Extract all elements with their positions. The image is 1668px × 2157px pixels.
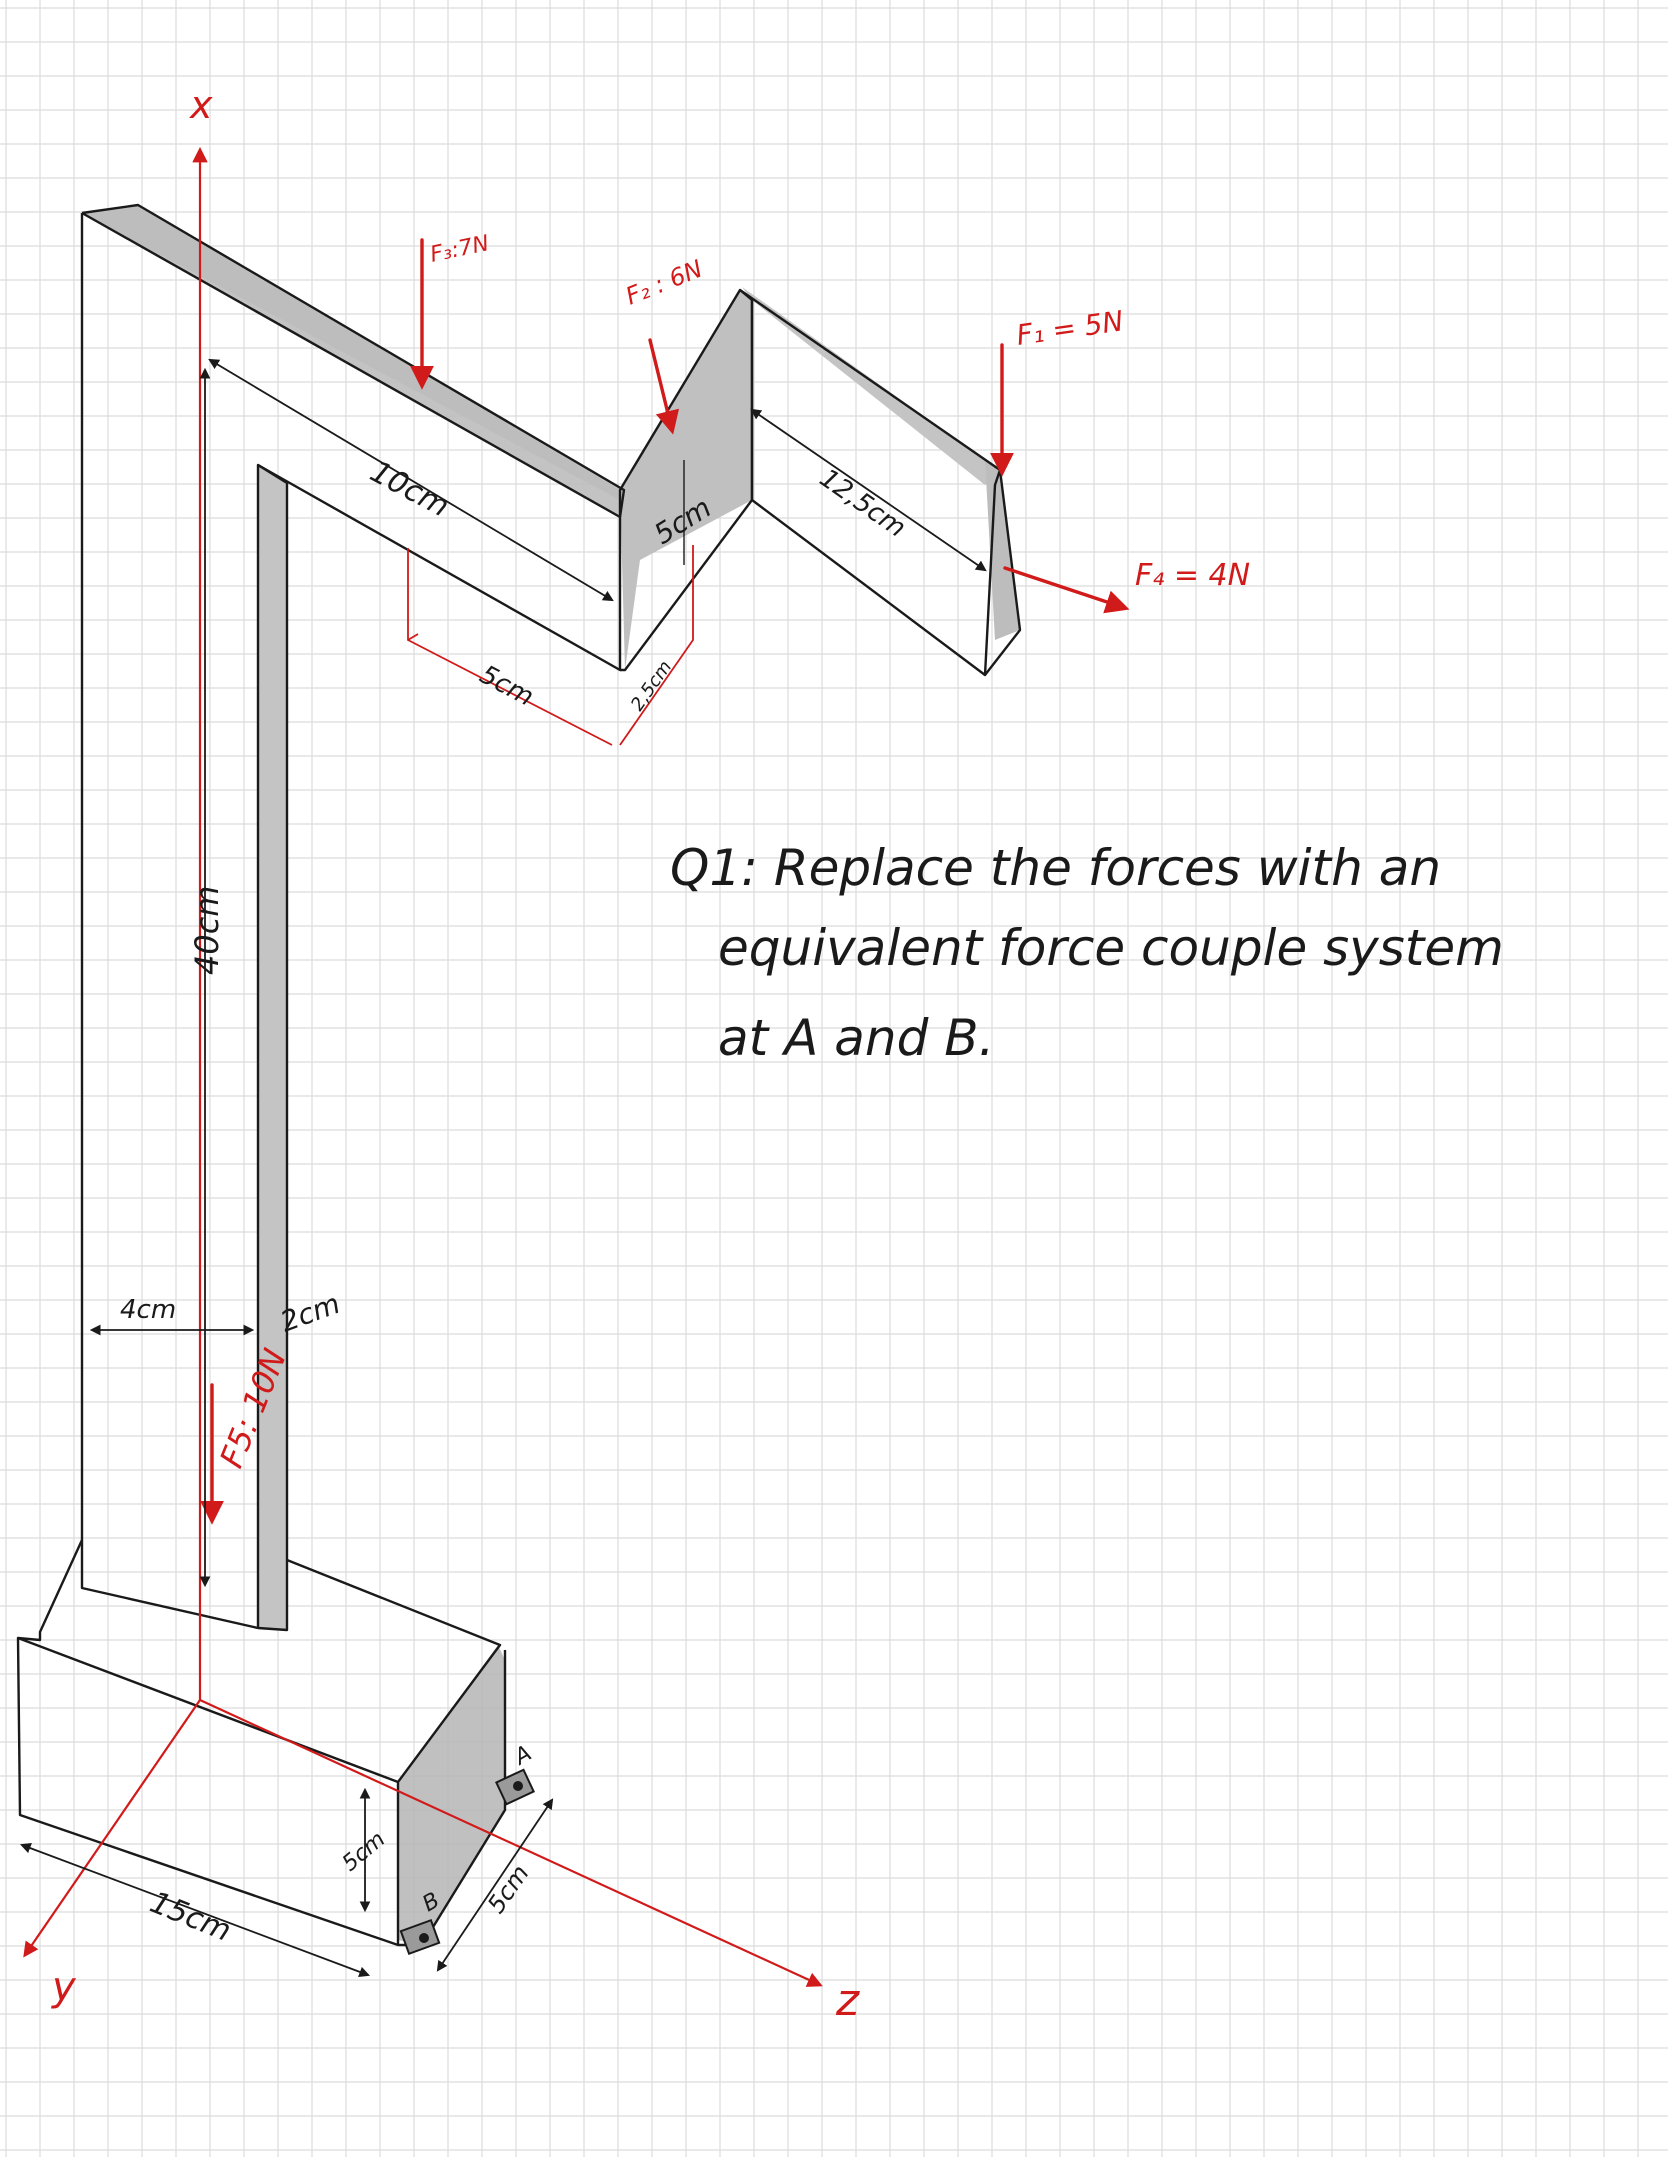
support-a <box>495 1768 535 1806</box>
axis-label-x: x <box>189 83 213 127</box>
z-axis-line <box>199 1699 823 1987</box>
base-side-shade <box>398 1645 505 1945</box>
dimension-lines <box>19 358 987 1978</box>
f2-arrow <box>648 338 680 435</box>
question-line-1: Q1: Replace the forces with an <box>670 839 1441 897</box>
upper-arm-top-face <box>85 205 624 517</box>
support-b <box>399 1918 441 1956</box>
force-arrows <box>200 238 1130 1525</box>
axis-label-y: y <box>51 1964 77 2010</box>
riser-shade <box>620 290 752 670</box>
dim-10cm-line <box>208 358 614 602</box>
top-arm-outline <box>81 203 626 672</box>
dim-label-5cm-red: 5cm <box>475 660 539 713</box>
dim-label-40cm: 40cm <box>188 886 226 975</box>
axis-label-z: z <box>835 1975 860 2026</box>
question-line-2: equivalent force couple system <box>718 919 1504 977</box>
dim-125cm-line <box>750 408 987 572</box>
dim-label-10cm: 10cm <box>364 454 455 524</box>
force-label-f2: F₂ : 6N <box>622 255 707 311</box>
dimension-lines-red <box>407 545 694 746</box>
frame-structure <box>16 203 1022 1947</box>
question-line-3: at A and B. <box>718 1009 994 1067</box>
dim-5cm-side-line <box>436 1798 554 1972</box>
point-label-a: A <box>509 1741 536 1771</box>
force-label-f4: F₄ = 4N <box>1135 558 1250 593</box>
dim-label-4cm: 4cm <box>120 1295 176 1325</box>
dim-label-15cm: 15cm <box>145 1885 236 1949</box>
dim-label-5cm-side: 5cm <box>482 1860 535 1919</box>
dim-25cm-red-line <box>619 545 694 746</box>
dim-15cm-line <box>19 1842 371 1978</box>
dim-5cm-red-line <box>407 548 613 746</box>
vertical-post-shade <box>258 465 287 1630</box>
force-label-f1: F₁ = 5N <box>1014 304 1125 352</box>
f4-arrow <box>1003 566 1130 614</box>
dim-label-125cm: 12,5cm <box>814 463 911 544</box>
right-arm-shade <box>742 287 1000 485</box>
